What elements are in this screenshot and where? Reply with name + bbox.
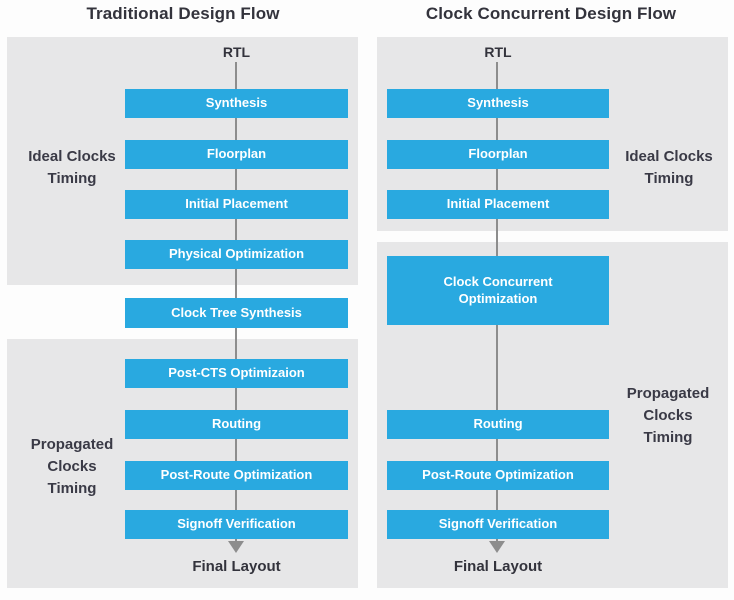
- label-line: Clocks: [47, 457, 97, 475]
- label-line: Ideal Clocks: [28, 148, 116, 165]
- concurrent-step-routing: Routing: [387, 410, 609, 439]
- traditional-propagated-clocks-timing-label: Propagated Clocks Timing: [27, 434, 117, 499]
- traditional-down-arrow-icon: [228, 541, 244, 553]
- concurrent-step-floorplan: Floorplan: [387, 140, 609, 169]
- traditional-ideal-clocks-timing-label: Ideal Clocks Timing: [22, 146, 122, 190]
- traditional-final-layout-label: Final Layout: [192, 558, 281, 575]
- label-line: Clocks: [643, 406, 693, 424]
- traditional-rtl-label: RTL: [222, 44, 251, 60]
- concurrent-step-signoff-verification: Signoff Verification: [387, 510, 609, 539]
- traditional-step-physical-optimization: Physical Optimization: [125, 240, 348, 269]
- concurrent-step-synthesis: Synthesis: [387, 89, 609, 118]
- traditional-step-post-cts-optimization: Post-CTS Optimizaion: [125, 359, 348, 388]
- concurrent-final-layout-label: Final Layout: [453, 558, 543, 575]
- label-line: Ideal Clocks: [625, 148, 713, 165]
- concurrent-propagated-clocks-timing-label: Propagated Clocks Timing: [623, 383, 713, 448]
- traditional-step-clock-tree-synthesis: Clock Tree Synthesis: [125, 298, 348, 328]
- label-line: Timing: [643, 428, 693, 446]
- label-line: Timing: [47, 169, 97, 187]
- traditional-step-routing: Routing: [125, 410, 348, 439]
- box-label: Clock Concurrent Optimization: [443, 274, 553, 306]
- traditional-step-floorplan: Floorplan: [125, 140, 348, 169]
- traditional-flow-title: Traditional Design Flow: [86, 4, 280, 23]
- label-line: Timing: [47, 479, 97, 497]
- label-line: Propagated: [626, 385, 710, 402]
- concurrent-step-initial-placement: Initial Placement: [387, 190, 609, 219]
- concurrent-ideal-clocks-timing-label: Ideal Clocks Timing: [619, 146, 719, 190]
- concurrent-step-post-route-optimization: Post-Route Optimization: [387, 461, 609, 490]
- traditional-step-signoff-verification: Signoff Verification: [125, 510, 348, 539]
- concurrent-rtl-label: RTL: [484, 44, 512, 60]
- traditional-step-synthesis: Synthesis: [125, 89, 348, 118]
- traditional-step-initial-placement: Initial Placement: [125, 190, 348, 219]
- label-line: Timing: [644, 169, 694, 187]
- traditional-step-post-route-optimization: Post-Route Optimization: [125, 461, 348, 490]
- label-line: Propagated: [30, 436, 114, 453]
- concurrent-step-clock-concurrent-optimization: Clock Concurrent Optimization: [387, 256, 609, 325]
- clock-concurrent-flow-title: Clock Concurrent Design Flow: [425, 4, 677, 23]
- concurrent-down-arrow-icon: [489, 541, 505, 553]
